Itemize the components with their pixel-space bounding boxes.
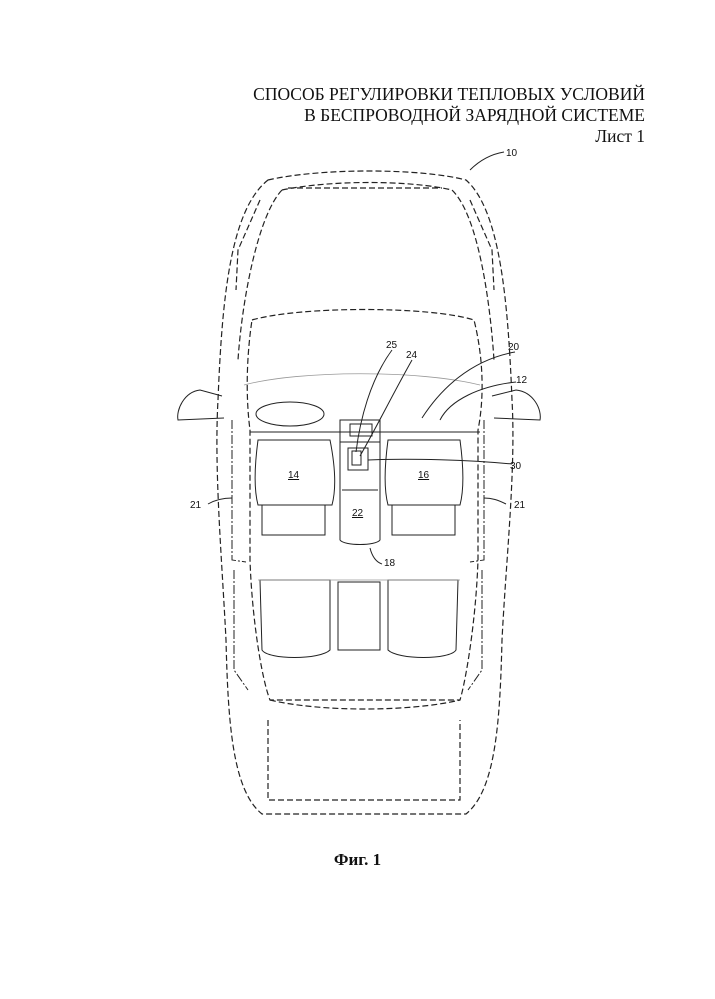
ref-16: 16 <box>418 470 430 481</box>
trunk-lid <box>268 720 460 800</box>
windshield-left-pillar <box>236 200 260 290</box>
rear-seat-center <box>338 582 380 650</box>
leader-18 <box>370 548 382 564</box>
door-right-front <box>470 420 484 562</box>
seat-right-front <box>385 440 463 535</box>
dashboard-line <box>244 374 480 385</box>
ref-25: 25 <box>386 340 398 351</box>
steering-wheel <box>256 402 324 426</box>
mirror-right <box>492 390 540 420</box>
windshield-right-pillar <box>470 200 494 290</box>
body-inner-line <box>282 183 494 361</box>
door-left-rear <box>234 570 248 690</box>
leader-25 <box>356 350 392 452</box>
leader-21-left <box>208 498 232 504</box>
rear-seat-right <box>388 580 458 658</box>
ref-30: 30 <box>510 461 522 472</box>
ref-10: 10 <box>506 148 518 159</box>
infotainment-screen <box>350 424 372 436</box>
ref-22: 22 <box>352 508 364 519</box>
center-console <box>340 442 380 545</box>
ref-21-left: 21 <box>190 500 202 511</box>
leader-21-right <box>484 498 506 504</box>
ref-24: 24 <box>406 350 418 361</box>
ref-21-right: 21 <box>514 500 526 511</box>
rear-window <box>270 700 460 709</box>
ref-20: 20 <box>508 342 520 353</box>
figure-caption: Фиг. 1 <box>0 850 715 870</box>
door-left-front <box>232 420 246 562</box>
rear-seat-left <box>260 580 330 658</box>
leader-10 <box>470 152 504 170</box>
ref-18: 18 <box>384 558 396 569</box>
leader-20 <box>422 352 515 418</box>
seat-left-front <box>255 440 335 535</box>
leader-12 <box>440 382 516 420</box>
vehicle-body-outline <box>217 171 513 814</box>
leader-30 <box>368 459 512 464</box>
ref-14: 14 <box>288 470 300 481</box>
ref-12: 12 <box>516 375 528 386</box>
mobile-device <box>352 451 361 465</box>
door-right-rear <box>468 570 482 690</box>
body-inner-line-left <box>238 190 282 360</box>
